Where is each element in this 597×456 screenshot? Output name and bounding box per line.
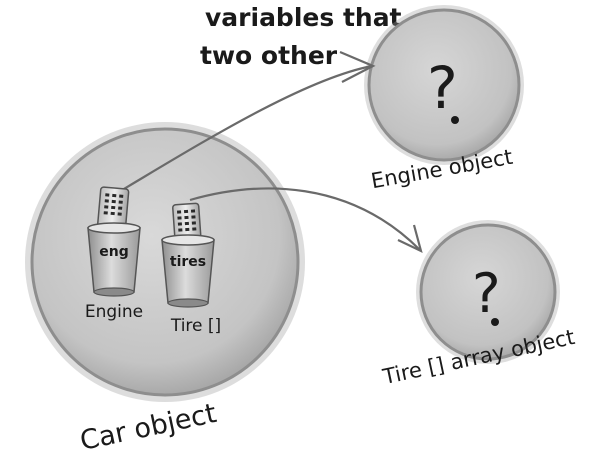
tires-variable: tires Tire [] — [161, 202, 221, 336]
eng-variable: eng Engine — [85, 186, 143, 322]
heading-line-2: two other — [200, 41, 338, 70]
cup-icon — [161, 234, 215, 308]
cup-icon — [87, 222, 141, 297]
tires-reference-arrow — [189, 187, 423, 254]
car-object-label: Car object — [77, 398, 219, 456]
tire-array-dot — [491, 318, 499, 326]
heading-line-1: variables that — [205, 3, 402, 32]
tire-array-unknown-mark: ? — [472, 262, 501, 325]
eng-cup-label: eng — [99, 244, 128, 260]
eng-reference-arrow — [111, 50, 376, 197]
engine-unknown-mark: ? — [427, 54, 458, 122]
engine-dot — [451, 116, 459, 124]
eng-type-label: Engine — [85, 302, 143, 322]
tires-type-label: Tire [] — [170, 316, 221, 336]
tire-array-object-circle: ? — [416, 220, 560, 364]
arrow-icon — [339, 50, 376, 83]
arrow-icon — [397, 224, 423, 254]
engine-object-circle: ? — [364, 5, 524, 165]
tires-cup-label: tires — [170, 254, 206, 270]
